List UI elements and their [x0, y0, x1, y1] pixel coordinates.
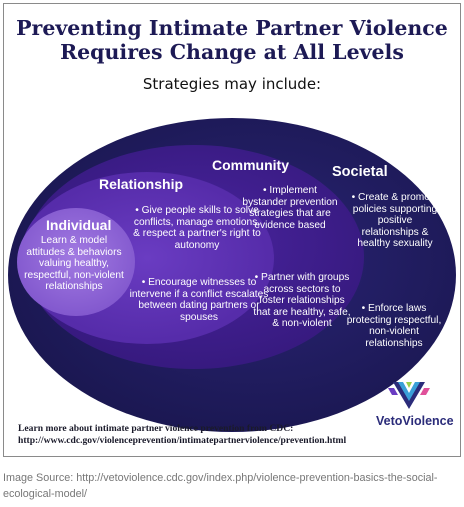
nested-ellipses-diagram [8, 118, 456, 432]
individual-strategy: Learn & model attitudes & behaviors valu… [24, 235, 124, 293]
societal-strategy-1: • Create & promote policies supporting p… [351, 192, 439, 250]
societal-strategy-2: • Enforce laws protecting respectful, no… [346, 303, 442, 349]
community-strategy-1: • Implement bystander prevention strateg… [242, 185, 338, 231]
community-strategy-2: • Partner with groups across sectors to … [253, 272, 351, 330]
veto-violence-logo-text: VetoViolence [376, 414, 454, 428]
learn-more-link[interactable]: http://www.cdc.gov/violenceprevention/in… [18, 434, 347, 446]
societal-label: Societal [332, 164, 388, 180]
relationship-strategy-1: • Give people skills to solve conflicts,… [133, 205, 261, 251]
relationship-label: Relationship [99, 176, 184, 192]
subtitle: Strategies may include: [142, 75, 322, 93]
relationship-strategy-2: • Encourage witnesses to intervene if a … [129, 277, 269, 323]
image-source-caption: Image Source: http://vetoviolence.cdc.go… [3, 472, 438, 500]
infographic-frame: Preventing Intimate Partner Violence Req… [3, 3, 461, 457]
title-line-1: Preventing Intimate Partner Violence [16, 16, 448, 40]
learn-more-text: Learn more about intimate partner violen… [18, 423, 346, 446]
individual-ellipse [17, 208, 135, 316]
individual-label: Individual [46, 217, 112, 233]
learn-more-line-1: Learn more about intimate partner violen… [18, 423, 294, 434]
title-line-2: Requires Change at All Levels [60, 40, 404, 64]
veto-violence-logo-icon [388, 382, 430, 409]
community-label: Community [212, 157, 289, 173]
